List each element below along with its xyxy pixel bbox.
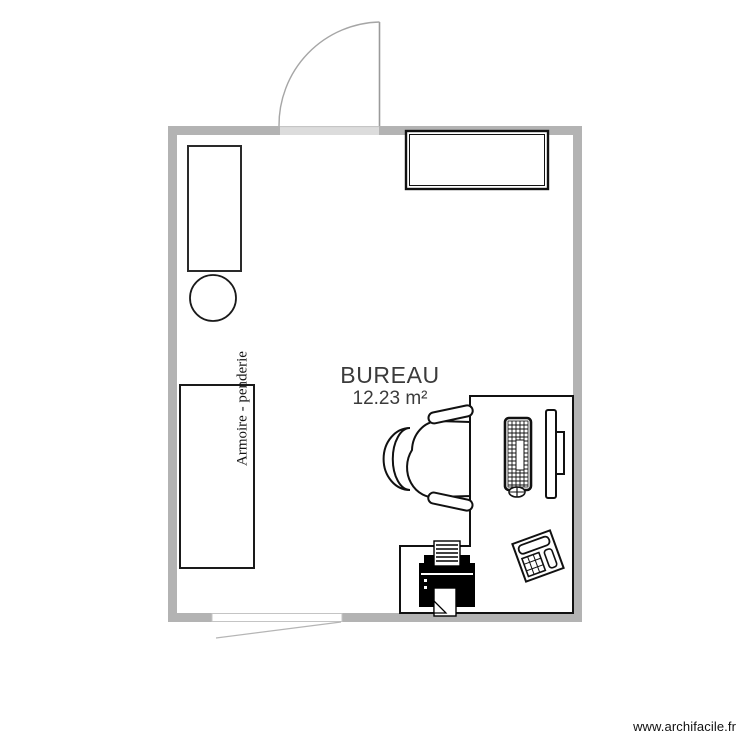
door-opening-band[interactable] [280,126,379,135]
wall-bottom-left[interactable] [168,613,213,622]
wall-right[interactable] [573,126,582,622]
monitor[interactable] [545,409,565,499]
cabinet-top-right[interactable] [404,129,550,191]
printer[interactable] [419,540,475,617]
wardrobe[interactable] [179,384,255,569]
chair-seat [406,419,471,499]
window-frame[interactable] [211,613,343,622]
telephone-keypad-grid [523,554,544,575]
door-group[interactable] [278,21,381,128]
chair-armrest-bottom [427,491,474,512]
cabinet-top-right-outer[interactable] [404,129,550,191]
watermark: www.archifacile.fr [633,719,736,734]
window-group[interactable] [211,613,343,639]
door-swing-arc [278,21,380,127]
telephone-handset [517,535,551,555]
telephone[interactable] [511,529,565,583]
wall-left[interactable] [168,126,177,622]
printer-indicator-1 [424,579,427,582]
mouse[interactable] [508,486,526,498]
wall-bottom-right[interactable] [342,613,582,622]
cabinet-top-left[interactable] [187,145,242,272]
chair-backrest [382,427,411,491]
round-stool[interactable] [189,274,237,322]
wardrobe-label: Armoire - penderie [234,351,251,466]
printer-fold-diagonal [433,600,447,614]
keyboard[interactable] [503,416,533,492]
office-chair[interactable] [382,404,474,512]
printer-paper-lines [436,544,458,562]
monitor-screen [545,409,557,499]
keyboard-spacebar [515,439,525,471]
window-sash-line [215,621,342,639]
telephone-side-panel [543,548,558,569]
cabinet-top-right-inner [409,134,545,186]
wall-top-left[interactable] [168,126,280,135]
printer-slot [421,573,473,575]
printer-indicator-2 [424,586,427,589]
monitor-stand [555,431,565,475]
chair-armrest-top [427,404,474,425]
page-title: BUREAU [340,362,440,388]
room-area-label: 12.23 m² [352,388,428,409]
